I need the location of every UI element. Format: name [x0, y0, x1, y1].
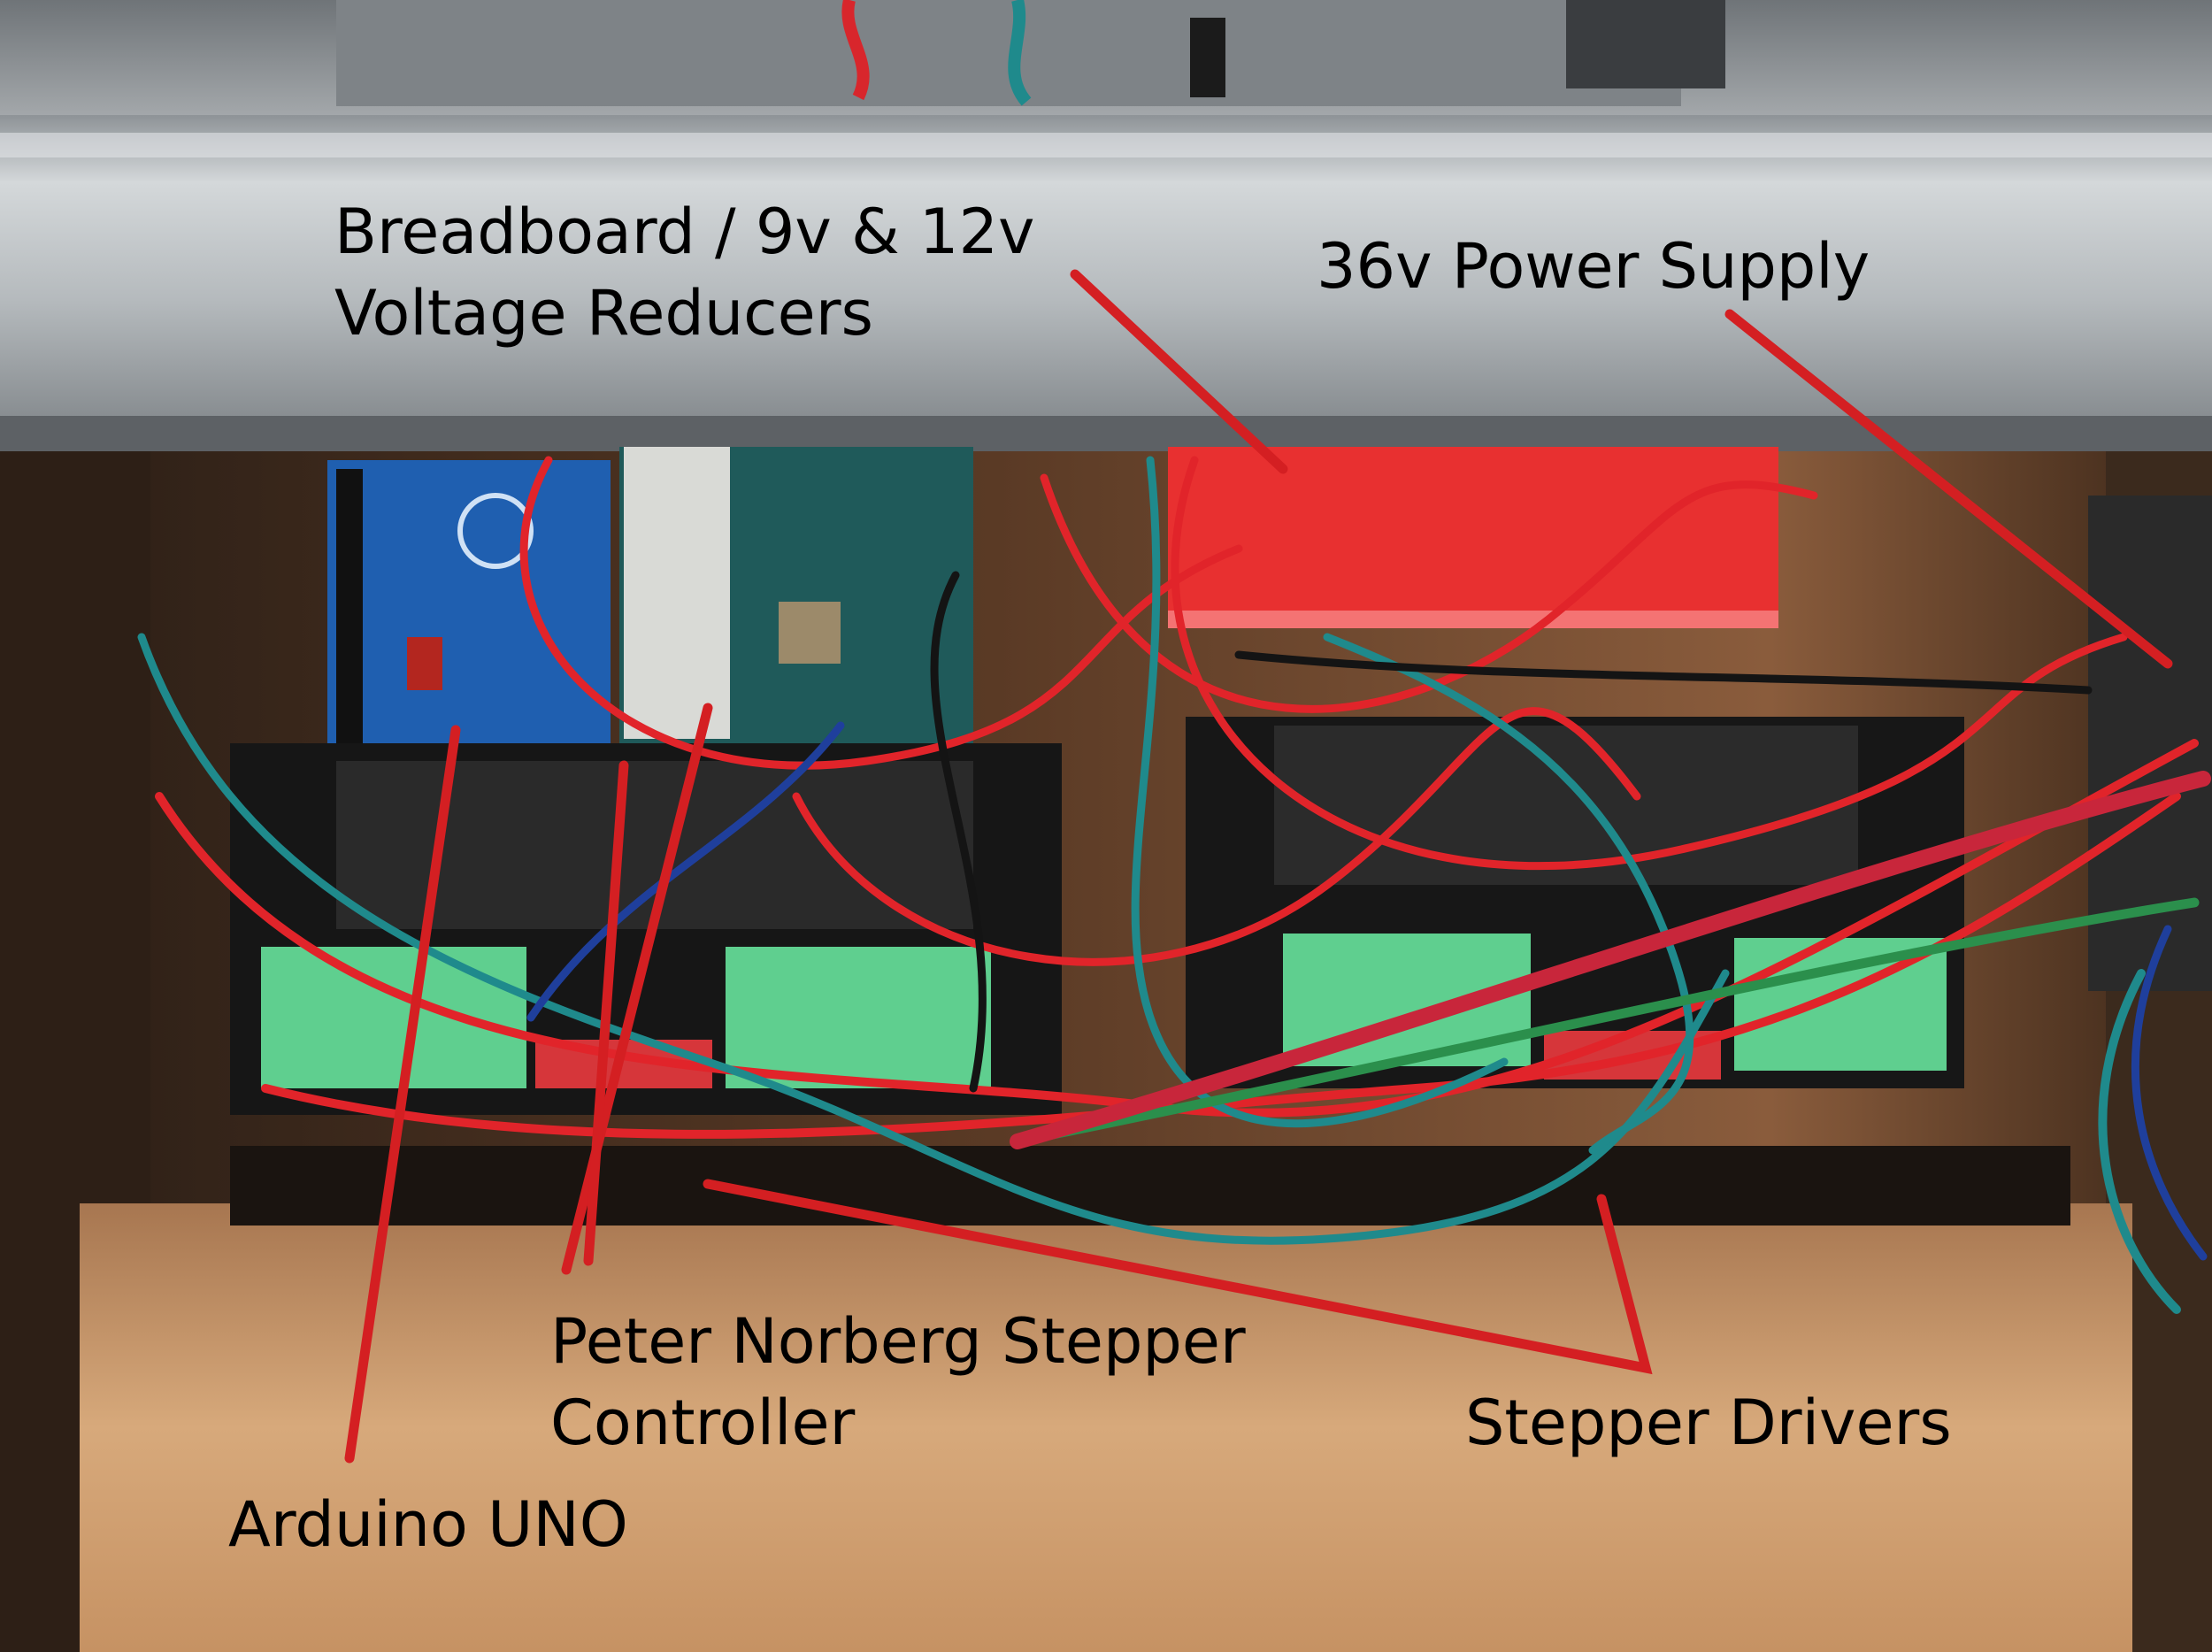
label-power-supply: 36v Power Supply [1317, 226, 1870, 307]
callout-lines [344, 269, 2173, 1464]
label-stepper-controller: Peter Norberg Stepper Controller [550, 1301, 1246, 1464]
callout-line-stepper-drivers [703, 1179, 1653, 1375]
upper-wire-teal [1008, 0, 1032, 106]
terminal-block-1 [261, 947, 526, 1088]
breadboard-rail [1168, 611, 1778, 628]
terminal-block-2 [726, 947, 991, 1088]
label-breadboard-line-2: Voltage Reducers [334, 277, 873, 350]
callout-line-controller-b [583, 760, 629, 1266]
controller-chip [779, 602, 841, 664]
arduino-reset-button [407, 637, 442, 690]
label-breadboard-line-1: Breadboard / 9v & 12v [334, 196, 1035, 268]
driver-label-grid-right [1274, 726, 1858, 885]
label-breadboard-voltage-reducers: Breadboard / 9v & 12v Voltage Reducers [334, 191, 1034, 354]
label-power-supply-text: 36v Power Supply [1317, 230, 1870, 303]
upper-aluminum-slot [336, 0, 1681, 106]
label-stepper-drivers-text: Stepper Drivers [1465, 1387, 1952, 1459]
label-stepper-controller-line-1: Peter Norberg Stepper [550, 1305, 1246, 1378]
label-arduino-text: Arduino UNO [228, 1488, 628, 1561]
wood-shelf [80, 1203, 2132, 1652]
arduino-board [327, 460, 611, 788]
shelf-shadow [230, 1146, 2070, 1226]
crossbeam-highlight [0, 133, 2212, 158]
aluminum-crossbeam [0, 115, 2212, 451]
callout-line-breadboard [1070, 269, 1288, 474]
callout-line-arduino [344, 725, 461, 1464]
arduino-logo-mark [457, 493, 534, 569]
crossbeam-underside [0, 416, 2212, 451]
upper-wire-red [841, 0, 870, 101]
upper-connector [1190, 18, 1225, 97]
controller-proto-board [624, 447, 730, 739]
label-stepper-controller-line-2: Controller [550, 1387, 856, 1459]
callout-line-power-supply [1724, 309, 2173, 669]
arduino-header-strip [336, 469, 363, 770]
breadboard [1168, 447, 1778, 628]
label-stepper-drivers: Stepper Drivers [1465, 1382, 1952, 1464]
upper-bracket [1566, 0, 1725, 88]
label-arduino-uno: Arduino UNO [228, 1484, 628, 1565]
